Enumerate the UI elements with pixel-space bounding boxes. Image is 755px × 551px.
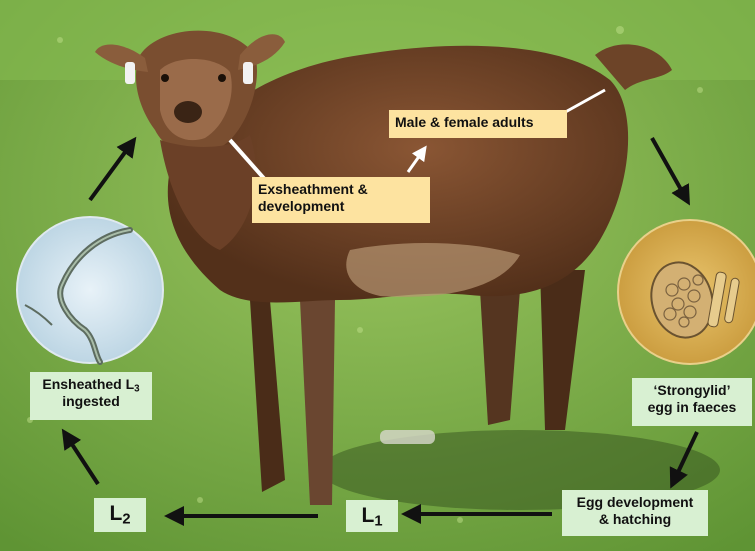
egg-micrograph (618, 220, 755, 364)
label-l1-sub: 1 (374, 514, 382, 530)
sheep-eye-right (218, 74, 226, 82)
label-l2-letter: L (110, 502, 123, 525)
ear-tag-right (243, 62, 253, 84)
sheep-nose (174, 101, 202, 123)
label-l2: L2 (94, 498, 146, 532)
label-ensheathed-line1: Ensheathed L3 (36, 376, 146, 393)
label-eggdev-line1: Egg development (568, 494, 702, 511)
larva-micrograph (17, 217, 163, 363)
label-ensheathed-sub: 3 (134, 383, 139, 394)
stone (380, 430, 435, 444)
label-l1: L1 (346, 500, 398, 532)
label-egg-development: Egg development & hatching (562, 490, 708, 536)
label-ensheathed-l3: Ensheathed L3 ingested (30, 372, 152, 420)
label-adults-text: Male & female adults (395, 114, 534, 130)
label-exsheathment: Exsheathment & development (252, 177, 430, 223)
label-l2-sub: 2 (122, 512, 130, 528)
sheep-eye-left (161, 74, 169, 82)
label-eggdev-line2: & hatching (568, 511, 702, 528)
label-ensheathed-pre: Ensheathed L (42, 376, 134, 392)
label-exsheath-line1: Exsheathment & (258, 181, 424, 198)
label-egg-line1: ‘Strongylid’ (638, 382, 746, 399)
label-l1-letter: L (362, 504, 375, 527)
label-male-female-adults: Male & female adults (389, 110, 567, 138)
label-ensheathed-line2: ingested (36, 393, 146, 410)
label-exsheath-line2: development (258, 198, 424, 215)
label-egg-line2: egg in faeces (638, 399, 746, 416)
ear-tag-left (125, 62, 135, 84)
label-strongylid-egg: ‘Strongylid’ egg in faeces (632, 378, 752, 426)
